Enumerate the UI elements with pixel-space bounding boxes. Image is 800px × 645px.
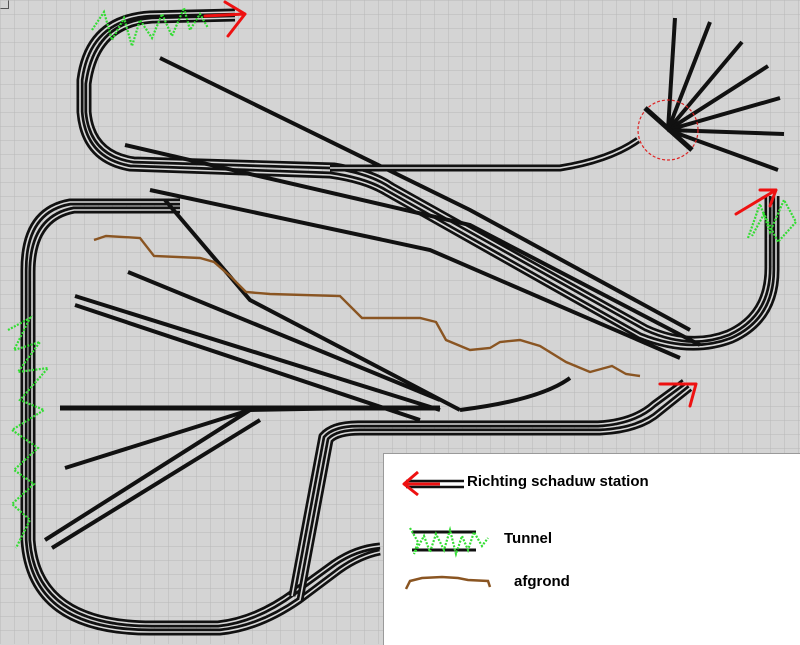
tunnel-mark-left [7,315,51,549]
legend-label-cliff: afgrond [514,573,570,590]
tunnel-mark-top [91,4,209,50]
siding-curve-bottom [459,376,572,412]
cliff-line [93,234,641,378]
legend-label-tunnel: Tunnel [504,530,553,547]
red-arrow-icon [734,188,778,216]
tunnel-mark-right [746,197,798,244]
tracks [20,8,785,636]
siding-fan-2 [43,408,252,542]
red-arrow-icon [402,470,464,497]
siding-fan-3 [50,418,262,550]
turntable-stall [667,128,785,136]
cliff-line-icon [404,575,492,590]
siding-diagonal-2 [124,143,701,347]
track-outer-loop [76,8,780,351]
direction-arrows [203,0,778,408]
track-bottom-return-inner [288,379,687,597]
tunnel-marks [7,4,798,549]
turntable-stall [666,64,770,132]
legend-row-shadow-station: Richting schaduw station [384,469,800,499]
cliff-lines [93,234,641,378]
legend-row-cliff: afgrond [384,567,800,597]
turntable-stall [666,17,677,131]
red-arrow-icon [203,0,247,38]
track-outer-loop-inner [84,14,772,343]
siding-diagonal-top [159,56,691,332]
track-left-loop-inner [28,206,381,628]
track-bottom-return [296,385,693,601]
turntable-stall [667,128,779,172]
siding-diagonal-6 [74,294,441,412]
siding-diagonal-3 [149,188,681,360]
turntable-stall [667,96,781,132]
siding-diagonal-5 [127,270,441,402]
turntable-stall [666,21,712,131]
track-left-loop [20,198,381,636]
turntable-stall [666,40,744,132]
red-arrow-icon [658,382,698,408]
legend-panel: Richting schaduw station Tunnel afgrond [383,453,800,645]
track-turntable-approach [330,137,641,172]
legend-label-shadow-station: Richting schaduw station [467,473,649,490]
siding-diagonal-7 [74,303,421,422]
siding-diagonal-4 [163,198,461,412]
turntable-icon [637,99,699,161]
legend-row-tunnel: Tunnel [384,522,800,558]
tunnel-icon [409,525,489,558]
